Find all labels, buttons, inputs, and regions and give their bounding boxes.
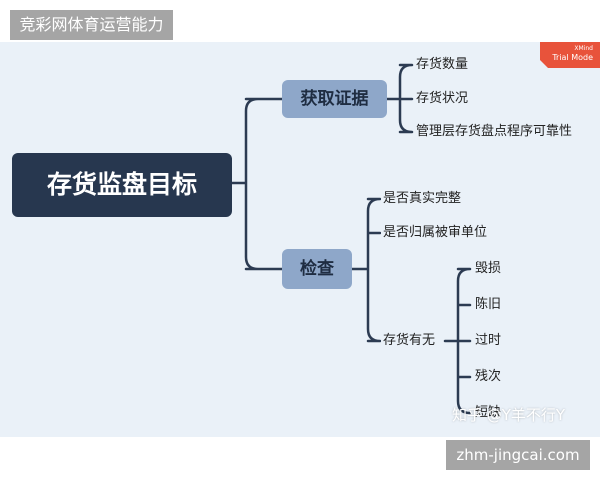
leaf-defective: 残次	[473, 368, 504, 386]
leaf-inventory-condition: 存货状况	[414, 90, 471, 108]
connector-lines	[230, 63, 472, 415]
connector-branch-inspect	[350, 197, 382, 343]
connector-existence	[443, 267, 472, 415]
leaf-existence: 存货有无	[381, 332, 438, 350]
root-node: 存货监盘目标	[12, 153, 232, 217]
leaf-damaged: 毁损	[473, 260, 504, 278]
zhihu-watermark: 知乎 @Y羊不行Y	[452, 406, 566, 424]
trial-ribbon-shape	[540, 42, 600, 68]
branch-node-inspect: 检查	[282, 249, 352, 289]
trial-mode-label: Trial Mode	[552, 53, 593, 62]
leaf-real-complete: 是否真实完整	[381, 190, 464, 208]
branch-node-evidence: 获取证据	[282, 80, 387, 118]
domain-badge: zhm-jingcai.com	[446, 440, 590, 470]
leaf-old: 陈旧	[473, 296, 504, 314]
mindmap-canvas: XMind Trial Mode 存货监盘目标 获取证据 检查 存货数量 存货状…	[0, 42, 600, 437]
leaf-inventory-quantity: 存货数量	[414, 56, 471, 74]
leaf-ownership: 是否归属被审单位	[381, 224, 490, 242]
connector-root-branches	[230, 97, 284, 271]
leaf-outdated: 过时	[473, 332, 504, 350]
site-name-badge: 竞彩网体育运营能力	[10, 10, 173, 40]
leaf-shortage: 短缺	[473, 404, 504, 422]
connector-branch-evidence	[385, 63, 414, 134]
trial-brand: XMind	[574, 45, 593, 52]
trial-mode-ribbon: XMind Trial Mode	[540, 42, 600, 68]
leaf-count-reliability: 管理层存货盘点程序可靠性	[414, 123, 575, 141]
